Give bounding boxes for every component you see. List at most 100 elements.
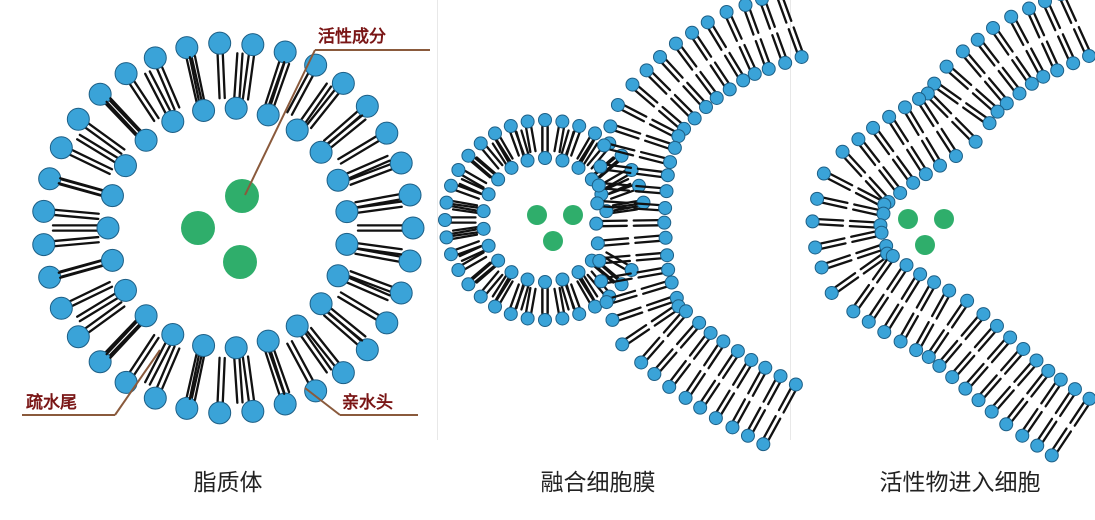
liposome-outer-lipid-tail-a: [347, 162, 394, 182]
fusing-vesicle-inner-lipid-tail-a: [458, 244, 484, 258]
liposome-inner-lipid-head: [192, 333, 216, 357]
liposome-inner-lipid-tail-b: [144, 72, 168, 116]
cell-membrane-entry-leaflet-a-lipid-tail-a: [1041, 420, 1058, 444]
liposome-outer-lipid-tail-a: [264, 58, 282, 105]
fusing-vesicle-outer-lipid-head: [555, 114, 570, 129]
cell-membrane-entry-leaflet-a-lipid-head: [1004, 9, 1019, 24]
cell-membrane-fusion-leaflet-a-lipid-tail-b: [729, 14, 743, 40]
cell-membrane-entry-leaflet-a-lipid-head: [912, 91, 927, 106]
cell-membrane-fusion-leaflet-a-lipid-head: [625, 77, 640, 92]
cell-membrane-entry-leaflet-a-lipid-tail-a: [932, 332, 950, 356]
liposome-outer-lipid-tail-b: [264, 351, 282, 398]
liposome-outer-lipid-tail-b: [82, 301, 123, 331]
cell-membrane-fusion-leaflet-b-lipid-head: [660, 248, 675, 263]
fusing-vesicle-inner-lipid-tail-b: [458, 182, 484, 196]
cell-membrane-entry-leaflet-b-lipid-tail-a: [940, 127, 957, 152]
panel-membrane-fusion: [438, 0, 809, 452]
cell-membrane-entry-leaflet-b-lipid-tail-b: [951, 120, 972, 142]
cell-membrane-entry-leaflet-b-lipid-tail-a: [1013, 361, 1033, 383]
liposome-outer-lipid-tail-a: [221, 356, 226, 406]
cell-membrane-fusion-leaflet-b-lipid-head: [730, 344, 745, 359]
fusing-vesicle-inner-lipid-tail-b: [515, 130, 525, 158]
liposome-outer-lipid-tail-b: [51, 235, 100, 243]
cell-membrane-entry-leaflet-a-lipid-head: [970, 32, 985, 47]
fusing-vesicle-outer-lipid-head: [444, 247, 459, 262]
cell-membrane-entry-leaflet-b-lipid-tail-b: [1073, 403, 1090, 427]
cell-membrane-entry-leaflet-b-lipid-tail-b: [864, 180, 885, 202]
fusing-vesicle-outer-lipid-tail-b: [576, 280, 592, 305]
cell-membrane-fusion-leaflet-a-lipid-tail-a: [704, 382, 721, 406]
liposome-inner-lipid-tail-a: [105, 319, 140, 356]
liposome-outer-lipid-head: [355, 94, 379, 118]
fusing-vesicle-inner-lipid-tail-a: [520, 129, 530, 156]
liposome-outer-lipid-head: [241, 399, 265, 423]
liposome-outer-lipid-tail-b: [69, 148, 114, 171]
cell-membrane-fusion-leaflet-b-lipid-tail-b: [638, 155, 666, 165]
cell-membrane-fusion-leaflet-a-lipid-tail-b: [623, 324, 648, 341]
cell-membrane-fusion-leaflet-a-lipid-tail-a: [613, 129, 640, 140]
cell-membrane-fusion-leaflet-b-lipid-tail-a: [717, 352, 734, 377]
cell-membrane-entry-leaflet-a-lipid-tail-b: [853, 283, 871, 307]
fusing-vesicle-outer-lipid-tail-b: [460, 251, 485, 267]
cell-membrane-fusion-leaflet-b-lipid-tail-a: [673, 93, 694, 115]
cell-membrane-entry-leaflet-a-lipid-tail-a: [1010, 21, 1025, 47]
cell-membrane-entry-leaflet-b-lipid-tail-b: [878, 169, 897, 192]
fusing-vesicle-inner-lipid-tail-a: [460, 178, 487, 191]
panel-divider-1: [437, 0, 438, 440]
annotation-hydrophobic-tail: 疏水尾: [22, 349, 161, 416]
cell-membrane-fusion-leaflet-b-lipid-tail-b: [736, 364, 752, 389]
fusing-vesicle-outer-lipid-head: [488, 299, 502, 314]
cell-membrane-fusion-leaflet-b-lipid-tail-a: [635, 184, 663, 190]
cell-membrane-entry-leaflet-b-lipid-head: [932, 158, 947, 173]
liposome-outer-lipid-head: [32, 199, 56, 223]
cell-membrane-entry-leaflet-a-lipid-tail-a: [982, 377, 1002, 400]
liposome-inner-lipid-tail-a: [78, 133, 121, 161]
cell-membrane-entry-leaflet-b-lipid-head: [899, 258, 914, 273]
liposome-outer-lipid-tail-a: [323, 108, 361, 142]
cell-membrane-entry-leaflet-a-lipid-tail-a: [956, 354, 976, 377]
liposome-outer-lipid-tail-b: [155, 345, 176, 391]
liposome-inner-lipid-tail-a: [193, 54, 206, 103]
cell-membrane-fusion-leaflet-a-lipid-tail-a: [691, 37, 708, 61]
cell-membrane-fusion-leaflet-a-lipid-tail-b: [762, 415, 777, 440]
fusing-vesicle-outer-lipid-head: [451, 263, 466, 277]
cell-membrane-fusion-leaflet-b-lipid-tail-b: [707, 345, 724, 370]
liposome-outer-lipid-head: [398, 249, 422, 273]
liposome-inner-lipid-head: [161, 109, 185, 133]
liposome-outer-lipid-tail-b: [103, 319, 138, 355]
cell-membrane-fusion-leaflet-a-lipid-tail-a: [603, 259, 632, 265]
cell-membrane-fusion-leaflet-b-lipid-tail-b: [709, 64, 726, 88]
liposome-outer-lipid-tail-a: [309, 326, 342, 366]
liposome-outer-lipid-tail-a: [246, 355, 256, 404]
cell-membrane-entry-leaflet-a-lipid-head: [877, 325, 892, 340]
cell-membrane-entry-leaflet-b-lipid-tail-a: [910, 145, 927, 170]
cell-membrane-fusion-leaflet-b-lipid-tail-b: [637, 271, 665, 279]
cell-membrane-fusion-leaflet-a-lipid-tail-b: [609, 289, 637, 300]
cell-membrane-entry-leaflet-a-lipid-head: [927, 76, 942, 91]
fusing-vesicle-outer-lipid-tail-b: [450, 228, 478, 236]
cell-membrane-entry-leaflet-a-lipid-tail-a: [858, 143, 877, 167]
cell-membrane-entry-leaflet-b-lipid-head: [989, 318, 1004, 333]
cell-membrane-entry-leaflet-a-lipid-tail-b: [951, 66, 973, 87]
cell-membrane-entry-leaflet-b-lipid-tail-b: [983, 80, 1003, 103]
cell-membrane-entry-leaflet-b-lipid-tail-b: [1004, 353, 1023, 375]
cell-membrane-fusion-leaflet-a-lipid-tail-b: [664, 57, 684, 79]
cell-membrane-fusion-leaflet-a-lipid-tail-b: [615, 306, 642, 317]
cell-membrane-entry-leaflet-a-lipid-head: [909, 343, 924, 358]
cell-membrane-entry-leaflet-a-lipid-head: [1038, 0, 1052, 9]
cell-membrane-fusion-leaflet-b-lipid-tail-a: [732, 361, 748, 386]
liposome-outer-lipid-tail-a: [155, 65, 176, 111]
cell-membrane-entry-leaflet-a-lipid-tail-a: [816, 223, 844, 227]
liposome-inner-lipid-tail-a: [233, 355, 239, 404]
liposome-inner-lipid-tail-b: [109, 322, 144, 359]
liposome-outer-lipid-head: [175, 36, 199, 60]
cell-membrane-entry-leaflet-a-lipid-head: [945, 370, 960, 385]
liposome-outer-lipid-head: [331, 361, 355, 385]
cell-membrane-entry-leaflet-b-lipid-tail-b: [977, 330, 997, 352]
liposome-inner-lipid-tail-a: [75, 291, 118, 318]
cell-membrane-entry-leaflet-a-lipid-head: [882, 109, 897, 124]
liposome-outer-lipid-head: [389, 151, 413, 175]
cell-membrane-entry-leaflet-b-lipid-tail-a: [1077, 25, 1091, 52]
cell-membrane-fusion-leaflet-a-lipid-tail-a: [675, 48, 694, 71]
liposome-inner-lipid-tail-b: [233, 52, 239, 101]
